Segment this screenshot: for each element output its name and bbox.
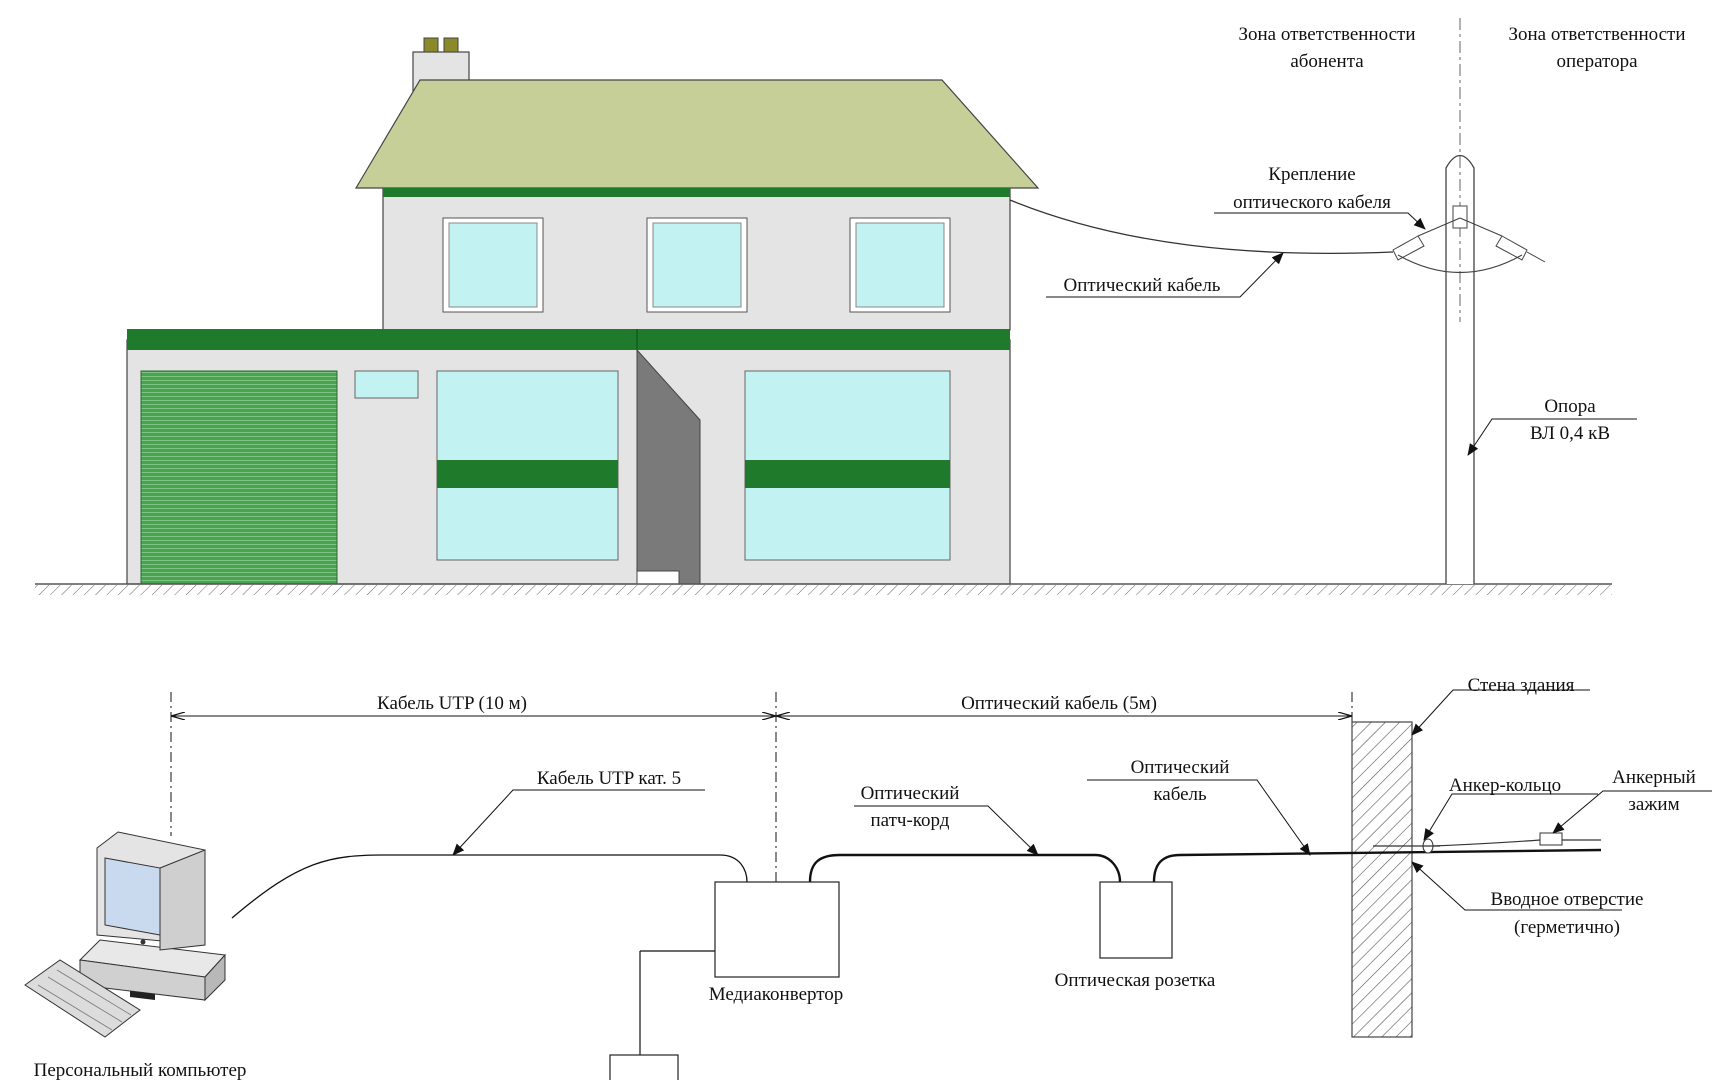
dim-optical-label: Оптический кабель (5м): [961, 693, 1157, 714]
media-converter-box: [714, 881, 840, 978]
aerial-optical-cable: [1009, 199, 1394, 255]
pole-label-line1: Опора: [1544, 396, 1596, 417]
chimney-pot-right: [443, 37, 459, 53]
upper-window-right-glass: [855, 222, 945, 308]
zone-subscriber-line1: Зона ответственности: [1239, 24, 1416, 45]
optical-socket-box: [1099, 881, 1173, 959]
pole-bracket: [1452, 205, 1468, 229]
door-step: [636, 570, 680, 585]
small-window: [354, 370, 419, 399]
anchor-clamp: [1539, 832, 1563, 846]
roof-trim: [383, 188, 1010, 197]
anchor-clamp-label-line1: Анкерный: [1612, 767, 1696, 788]
cables: [231, 848, 1602, 1055]
anchor-ring-label: Анкер-кольцо: [1449, 775, 1561, 796]
shop-window-left-band: [437, 460, 618, 488]
dim-utp-label: Кабель UTP (10 м): [377, 693, 527, 714]
patch-cord: [808, 853, 1122, 883]
chimney-pot-left: [423, 37, 439, 53]
building-wall: [1351, 721, 1413, 1038]
pc-drive-slot: [130, 990, 155, 1001]
bottom-leaders: [452, 689, 1712, 911]
pole-label-line2: ВЛ 0,4 кВ: [1530, 423, 1610, 444]
garage-door: [140, 370, 338, 585]
house: [126, 37, 1040, 585]
pc-keyboard: [24, 959, 141, 1038]
patch-cord-label-line2: патч-корд: [871, 810, 950, 831]
optical-socket-label: Оптическая розетка: [1055, 970, 1216, 991]
anchor-assembly: [1373, 832, 1601, 854]
indoor-cable-label-line2: кабель: [1153, 784, 1207, 805]
fastening-label-line2: оптического кабеля: [1233, 192, 1391, 213]
roof: [354, 79, 1040, 189]
power-pole: [1392, 18, 1546, 584]
entry-hole-label-line2: (герметично): [1514, 917, 1620, 938]
zone-operator-line1: Зона ответственности: [1509, 24, 1686, 45]
personal-computer: [24, 831, 227, 1038]
pc-label: Персональный компьютер: [34, 1060, 247, 1080]
wall-label: Стена здания: [1468, 675, 1575, 696]
anchor-clamp-label-line2: зажим: [1628, 794, 1679, 815]
pc-screen: [104, 857, 161, 936]
media-converter-label: Медиаконвертор: [709, 984, 844, 1005]
power-supply-box: [609, 1054, 679, 1080]
aerial-cable-label: Оптический кабель: [1064, 275, 1221, 296]
utp-cat5-label: Кабель UTP кат. 5: [537, 768, 681, 789]
ground: [35, 583, 1612, 595]
indoor-cable-label-line1: Оптический: [1131, 757, 1230, 778]
clamp-left: [1392, 235, 1425, 261]
cornice: [127, 329, 1010, 350]
upper-window-center-glass: [652, 222, 742, 308]
zone-operator-line2: оператора: [1556, 51, 1638, 72]
utp-cable: [231, 854, 748, 919]
upper-window-left-glass: [448, 222, 538, 308]
clamp-right: [1495, 235, 1528, 261]
zone-subscriber-line2: абонента: [1290, 51, 1364, 72]
entry-hole-label-line1: Вводное отверстие: [1491, 889, 1644, 910]
shop-window-right-band: [745, 460, 950, 488]
top-leaders: [1046, 212, 1637, 456]
fastening-label-line1: Крепление: [1268, 164, 1355, 185]
dimension-lines: [170, 692, 1353, 885]
patch-cord-label-line1: Оптический: [861, 783, 960, 804]
indoor-optical-cable: [1152, 848, 1602, 883]
